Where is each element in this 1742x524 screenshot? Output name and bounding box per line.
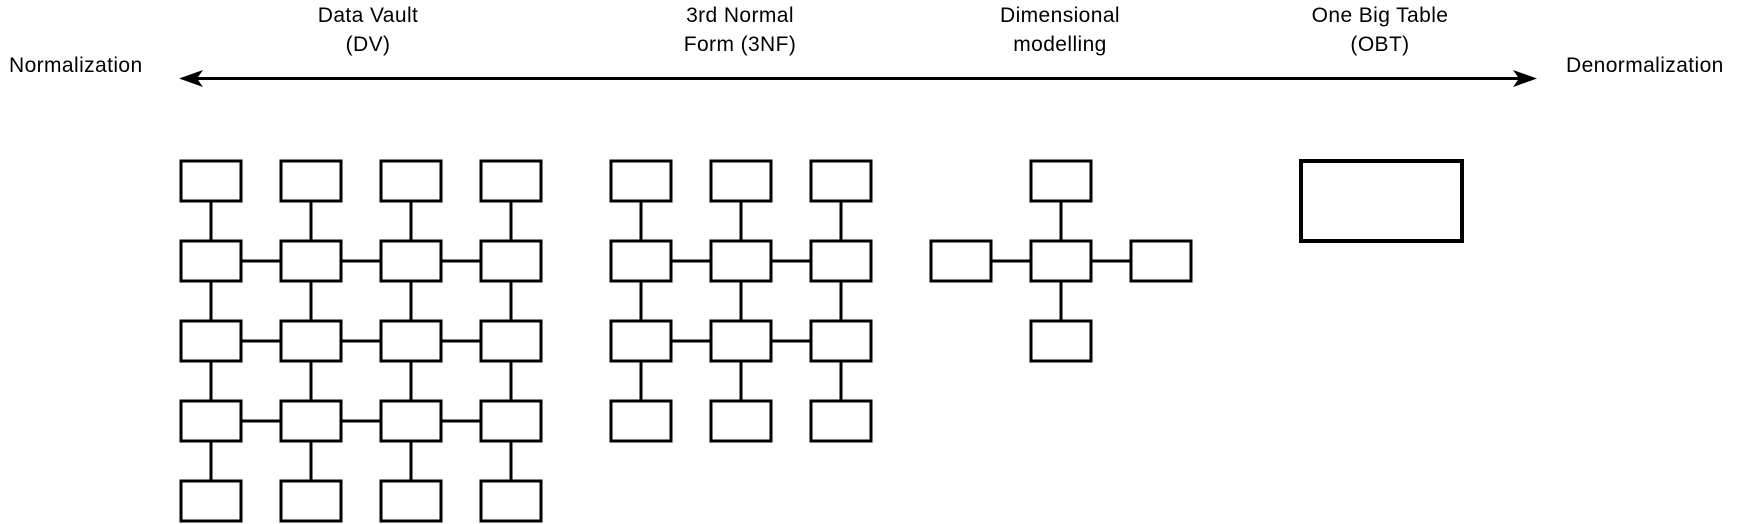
data-vault-table-box-r2c3 — [379, 239, 443, 283]
dimensional-modelling-fact-table-box — [1029, 239, 1093, 283]
data-vault-table-box-r1c3 — [379, 159, 443, 203]
arrowhead-left-icon — [179, 70, 203, 87]
dimensional-modelling-dimension-table-box-4 — [1029, 319, 1093, 363]
label-dimensional-modelling: Dimensional modelling — [1000, 1, 1120, 59]
data-vault-table-box-r5c2 — [279, 479, 343, 523]
third-normal-form-table-box-r1c1 — [609, 159, 673, 203]
third-normal-form-table-box-r4c1 — [609, 399, 673, 443]
label-one-big-table-line2: (OBT) — [1350, 33, 1410, 56]
third-normal-form-table-box-r1c2 — [709, 159, 773, 203]
data-vault-table-box-r3c1 — [179, 319, 243, 363]
dimensional-modelling-dimension-table-box-3 — [1129, 239, 1193, 283]
third-normal-form-table-box-r4c2 — [709, 399, 773, 443]
data-vault-table-box-r3c2 — [279, 319, 343, 363]
third-normal-form-table-box-r2c1 — [609, 239, 673, 283]
third-normal-form-table-box-r1c3 — [809, 159, 873, 203]
data-vault-table-box-r5c1 — [179, 479, 243, 523]
data-vault-table-box-r5c3 — [379, 479, 443, 523]
data-vault-table-box-r4c2 — [279, 399, 343, 443]
label-data-vault-line2: (DV) — [345, 33, 391, 56]
label-dimensional-modelling-line1: Dimensional — [1000, 4, 1120, 27]
third-normal-form-table-box-r4c3 — [809, 399, 873, 443]
data-vault-table-box-r3c3 — [379, 319, 443, 363]
third-normal-form-table-box-r3c1 — [609, 319, 673, 363]
data-vault-table-box-r5c4 — [479, 479, 543, 523]
label-dimensional-modelling-line2: modelling — [1013, 33, 1107, 56]
third-normal-form-table-box-r2c2 — [709, 239, 773, 283]
label-one-big-table-line1: One Big Table — [1311, 4, 1449, 27]
axis-label-denormalization: Denormalization — [1566, 54, 1724, 77]
data-vault-table-box-r1c4 — [479, 159, 543, 203]
data-vault-table-box-r2c1 — [179, 239, 243, 283]
label-data-vault: Data Vault (DV) — [318, 1, 419, 59]
data-vault-table-box-r1c2 — [279, 159, 343, 203]
one-big-table-table-box — [1299, 159, 1464, 243]
third-normal-form-table-box-r3c2 — [709, 319, 773, 363]
label-data-vault-line1: Data Vault — [317, 4, 419, 27]
axis-label-normalization: Normalization — [9, 54, 143, 77]
arrowhead-right-icon — [1513, 70, 1537, 87]
dimensional-modelling-dimension-table-box-2 — [929, 239, 993, 283]
dimensional-modelling-dimension-table-box-1 — [1029, 159, 1093, 203]
label-third-normal-form-line2: Form (3NF) — [683, 33, 797, 56]
data-vault-table-box-r2c2 — [279, 239, 343, 283]
data-vault-table-box-r1c1 — [179, 159, 243, 203]
data-vault-table-box-r3c4 — [479, 319, 543, 363]
third-normal-form-table-box-r2c3 — [809, 239, 873, 283]
data-vault-table-box-r2c4 — [479, 239, 543, 283]
label-one-big-table: One Big Table (OBT) — [1312, 1, 1449, 59]
data-vault-table-box-r4c4 — [479, 399, 543, 443]
data-vault-table-box-r4c1 — [179, 399, 243, 443]
third-normal-form-table-box-r3c3 — [809, 319, 873, 363]
label-third-normal-form-line1: 3rd Normal — [686, 4, 794, 27]
data-vault-table-box-r4c3 — [379, 399, 443, 443]
